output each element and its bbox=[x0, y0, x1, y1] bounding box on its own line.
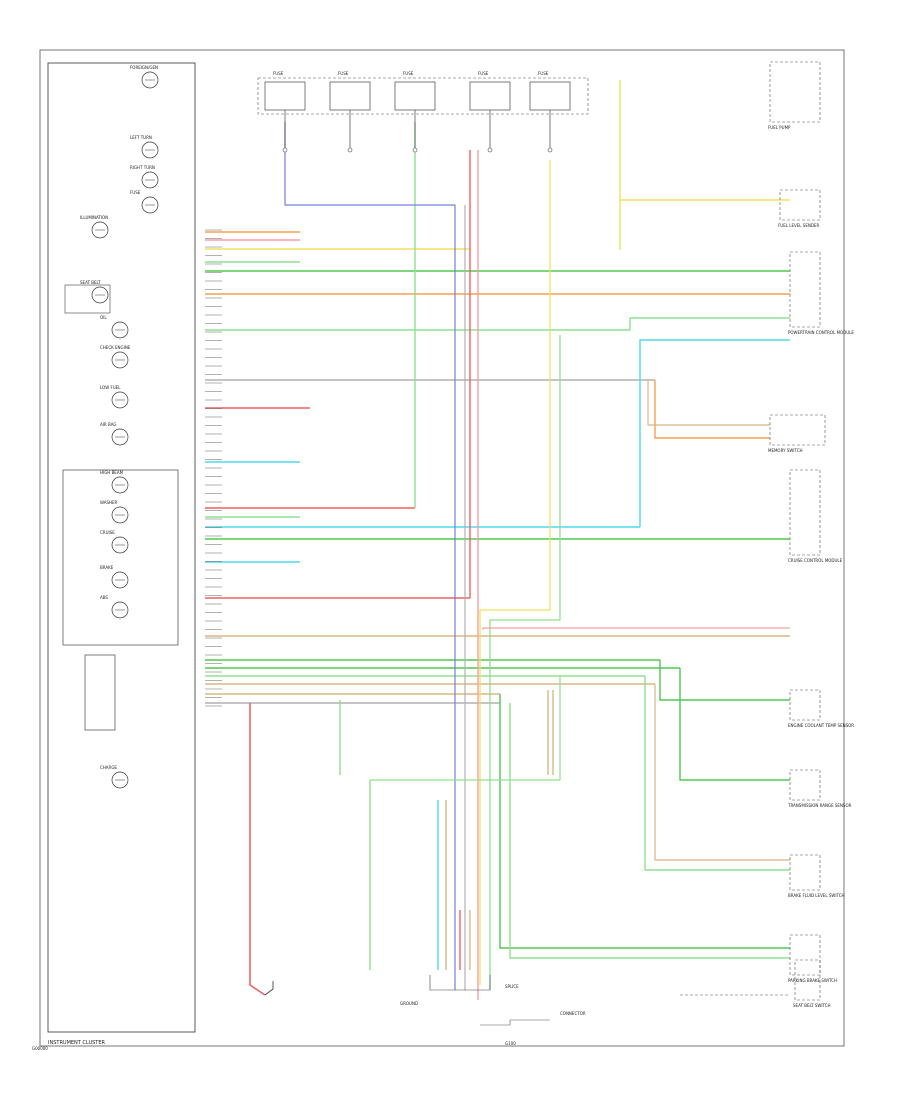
park-lg bbox=[509, 703, 790, 959]
brake-lg bbox=[644, 676, 790, 871]
cluster-lamp-label-2: RIGHT TURN bbox=[130, 165, 155, 170]
fuse-4-label: FUSE bbox=[478, 71, 489, 76]
component-box-3 bbox=[769, 414, 826, 446]
component-box-8 bbox=[789, 934, 821, 976]
component-label-5: ENGINE COOLANT TEMP SENSOR bbox=[788, 723, 854, 728]
fuse-3-terminal bbox=[412, 147, 418, 153]
bottom-label-3: CONNECTOR bbox=[560, 1011, 586, 1016]
fuse-2-box bbox=[329, 81, 371, 111]
cluster-lamp-label-4: ILLUMINATION bbox=[80, 215, 108, 220]
cluster-lamp-label-1: LEFT TURN bbox=[130, 135, 152, 140]
cluster-lamp-label-11: WASHER bbox=[100, 500, 118, 505]
cluster-lamp-label-0: FOREIGN/GEN bbox=[130, 65, 158, 70]
trs-green bbox=[679, 668, 790, 781]
component-box-2 bbox=[789, 251, 821, 328]
component-label-9: SEAT BELT SWITCH bbox=[793, 1003, 831, 1008]
component-box-7 bbox=[789, 854, 821, 891]
fuse-2-label: FUSE bbox=[338, 71, 349, 76]
fuel-pump-yellow bbox=[619, 80, 790, 201]
component-label-8: PARKING BRAKE SWITCH bbox=[788, 978, 837, 983]
cluster-lamp-label-9: AIR BAG bbox=[100, 422, 116, 427]
red-bottom bbox=[249, 703, 266, 996]
cluster-lamp-label-7: CHECK ENGINE bbox=[100, 345, 131, 350]
component-label-7: BRAKE FLUID LEVEL SWITCH bbox=[788, 893, 845, 898]
component-label-0: FUEL PUMP bbox=[768, 125, 791, 130]
cluster-lamp-label-10: HIGH BEAM bbox=[100, 470, 124, 475]
cluster-lamp-label-6: OIL bbox=[100, 315, 107, 320]
cluster-lamp-label-8: LOW FUEL bbox=[100, 385, 121, 390]
cluster-gauge-box bbox=[84, 654, 116, 731]
cluster-lamp-label-14: ABS bbox=[100, 595, 108, 600]
component-box-5 bbox=[789, 689, 821, 721]
fuse-2-terminal bbox=[347, 147, 353, 153]
fuse-3-box bbox=[394, 81, 436, 111]
fuse-1-terminal bbox=[282, 147, 288, 153]
component-layer: FUSE FUSE FUSE FUSE FUSE FUEL PUMP FUEL LEVEL … bbox=[62, 61, 854, 1046]
component-box-9 bbox=[794, 959, 821, 1001]
component-box-6 bbox=[789, 769, 821, 801]
pink-right bbox=[482, 627, 790, 630]
fuse-1-box bbox=[264, 81, 306, 111]
splice-bracket bbox=[429, 975, 491, 991]
memory-tan bbox=[647, 380, 770, 426]
component-label-3: MEMORY SWITCH bbox=[768, 448, 803, 453]
bottom-label-0: GROUND bbox=[400, 1001, 418, 1006]
component-label-4: CRUISE CONTROL MODULE bbox=[788, 558, 843, 563]
park-green bbox=[499, 694, 790, 949]
brake-tan bbox=[654, 684, 790, 861]
cluster-lamp-label-15: CHARGE bbox=[100, 765, 117, 770]
route-yellow bbox=[479, 160, 551, 985]
ground-wire-bottom bbox=[480, 1019, 550, 1026]
fuse-5-box bbox=[529, 81, 571, 111]
cluster-module-box bbox=[62, 469, 179, 646]
memory-orange bbox=[654, 380, 770, 439]
pcm-green bbox=[629, 317, 790, 330]
fuse-1-label: FUSE bbox=[273, 71, 284, 76]
fuse-5-label: FUSE bbox=[538, 71, 549, 76]
component-box-1 bbox=[779, 189, 821, 221]
seat-belt-module-box bbox=[64, 284, 111, 314]
cyan-route bbox=[639, 339, 790, 527]
green-loop bbox=[370, 675, 561, 781]
corner-code: G00000 bbox=[32, 1046, 48, 1051]
component-label-1: FUEL LEVEL SENDER bbox=[778, 223, 819, 228]
cluster-lamp-label-12: CRUISE bbox=[100, 530, 115, 535]
bottom-label-1: SPLICE bbox=[505, 984, 519, 989]
component-box-4 bbox=[789, 469, 821, 556]
component-label-6: TRANSMISSION RANGE SENSOR bbox=[787, 803, 852, 808]
cluster-lamp-label-5: SEAT BELT bbox=[80, 280, 101, 285]
bottom-label-2: G100 bbox=[505, 1041, 516, 1046]
ect-green bbox=[659, 660, 790, 701]
riser-blue bbox=[284, 122, 456, 990]
fuse-5-terminal bbox=[547, 147, 553, 153]
route-green bbox=[489, 335, 561, 990]
instrument-cluster-box bbox=[47, 62, 196, 1033]
fuse-block-outline bbox=[257, 77, 589, 115]
wire-layer bbox=[205, 80, 790, 1000]
fuse-4-terminal bbox=[487, 147, 493, 153]
outer-frame bbox=[39, 49, 845, 1047]
fuse-4-box bbox=[469, 81, 511, 111]
ground-switch bbox=[264, 981, 274, 996]
footer-label: INSTRUMENT CLUSTER bbox=[48, 1040, 106, 1046]
fuse-3-label: FUSE bbox=[403, 71, 414, 76]
component-label-2: POWERTRAIN CONTROL MODULE bbox=[788, 330, 854, 335]
cluster-lamp-label-13: BRAKE bbox=[100, 565, 114, 570]
cluster-lamp-label-3: FUSE bbox=[130, 190, 141, 195]
component-box-0 bbox=[769, 61, 821, 123]
